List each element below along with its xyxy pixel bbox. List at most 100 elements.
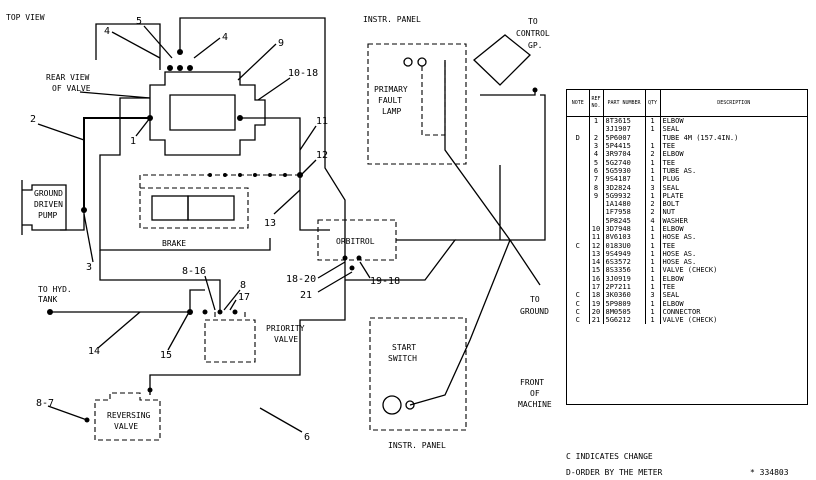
cell-part: 0183U0 <box>603 241 646 250</box>
cell-part: 2P7211 <box>603 282 646 292</box>
cell-note <box>567 116 590 126</box>
cell-note: C <box>567 316 590 325</box>
cell-qty: 1 <box>645 258 661 267</box>
callout-5: 5 <box>136 16 142 27</box>
brake-component <box>151 195 189 221</box>
cell-note <box>567 266 590 275</box>
cell-desc: NUT <box>662 208 676 217</box>
front-label-1: FRONT <box>520 378 544 387</box>
cell-desc: VALVE (CHECK) <box>662 316 718 325</box>
cell-part: 3J1907 <box>603 125 646 134</box>
cell-ref <box>589 216 604 225</box>
cell-desc: PLUG <box>662 175 680 184</box>
cell-part: 5P9809 <box>603 299 646 308</box>
cell-part: 3D7948 <box>603 224 646 234</box>
cell-note <box>567 249 590 259</box>
rear-view-label-1: REAR VIEW <box>46 73 90 82</box>
dot <box>223 173 227 177</box>
callout-19-18: 19-18 <box>370 276 400 287</box>
callout-8: 8 <box>240 280 246 291</box>
cell-qty: 1 <box>645 282 661 292</box>
cell-desc: TEE <box>662 158 676 167</box>
col-desc: DESCRIPTION <box>660 90 807 117</box>
col-qty: QTY <box>645 90 661 117</box>
priority-feed <box>99 250 221 312</box>
cell-note: C <box>567 241 590 250</box>
cell-ref: 1 <box>589 116 604 126</box>
control-label-1: TO <box>528 17 538 26</box>
cell-part: 3D2824 <box>603 183 646 192</box>
cell-note <box>567 208 590 217</box>
pump-line <box>60 210 85 231</box>
port-dot <box>81 207 87 213</box>
port-dot <box>177 65 183 71</box>
rear-view-label-2: OF VALVE <box>52 84 91 93</box>
cell-part: 1A1480 <box>603 199 646 209</box>
cell-note <box>567 224 590 234</box>
cell-ref <box>589 199 604 209</box>
cell-qty: 2 <box>645 208 661 217</box>
cell-desc: PLATE <box>662 191 684 200</box>
cell-part: 3J0919 <box>603 274 646 283</box>
wire-bundle <box>409 60 546 406</box>
cell-note <box>567 216 590 225</box>
cell-desc: HOSE AS. <box>662 258 697 267</box>
port-dot <box>342 255 348 261</box>
dot <box>238 173 242 177</box>
callout-17: 17 <box>238 292 250 303</box>
cell-ref: 5 <box>589 158 604 167</box>
callout-14: 14 <box>88 346 100 357</box>
cell-desc: ELBOW <box>662 299 684 308</box>
cell-note <box>567 158 590 167</box>
tank-port <box>47 309 53 315</box>
callout-12: 12 <box>316 150 328 161</box>
cell-note <box>567 274 590 283</box>
cell-qty: 1 <box>645 191 661 200</box>
cell-desc: TEE <box>662 142 676 151</box>
cell-note <box>567 166 590 176</box>
cell-ref: 20 <box>589 307 604 317</box>
cell-desc: TEE <box>662 241 676 250</box>
cell-note: C <box>567 299 590 308</box>
callout-3: 3 <box>86 262 92 273</box>
start-switch <box>382 395 402 415</box>
top-view-label: TOP VIEW <box>6 13 45 22</box>
reversing-label-2: VALVE <box>114 422 138 431</box>
cell-part: 5G2740 <box>603 158 646 167</box>
brake-box <box>139 187 249 229</box>
cell-qty: 1 <box>645 249 661 259</box>
cell-ref: 9 <box>589 191 604 200</box>
cell-ref: 8 <box>589 183 604 192</box>
instr-panel-top <box>367 43 467 165</box>
port-dot <box>187 65 193 71</box>
cell-qty: 1 <box>645 307 661 317</box>
col-note: NOTE <box>567 90 590 117</box>
cell-qty: 1 <box>645 316 661 325</box>
col-ref: REF NO. <box>589 90 604 117</box>
control-label-2: CONTROL <box>516 29 550 38</box>
callout-1: 1 <box>130 136 136 147</box>
cell-qty: 1 <box>645 141 661 151</box>
port-dot <box>167 65 173 71</box>
cell-note <box>567 183 590 192</box>
note-change: C INDICATES CHANGE <box>566 452 653 461</box>
port-dot <box>232 309 238 315</box>
cell-desc: HOSE AS. <box>662 249 697 258</box>
note-order: D-ORDER BY THE METER <box>566 468 663 477</box>
cell-ref: 19 <box>589 299 604 308</box>
cell-desc: CONNECTOR <box>662 307 701 316</box>
cell-qty: 1 <box>645 125 661 134</box>
cell-ref: 12 <box>589 241 604 250</box>
fault-lamp <box>403 57 413 67</box>
dot <box>208 173 212 177</box>
cell-desc: SEAL <box>662 183 680 192</box>
cell-qty: 1 <box>645 233 661 242</box>
